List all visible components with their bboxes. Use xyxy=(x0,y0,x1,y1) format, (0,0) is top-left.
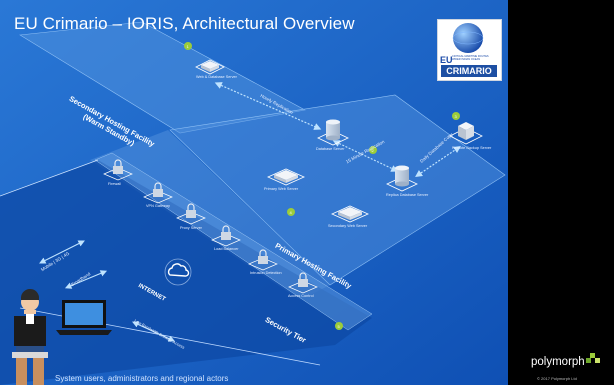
polymorph-logo-icon xyxy=(586,353,600,363)
badge-5-number: 5 xyxy=(337,324,340,329)
logo-name: CRIMARIO xyxy=(441,65,497,77)
remote-backup-server-icon xyxy=(449,122,483,145)
hourly-replication-link xyxy=(214,82,322,130)
secondary-web-server-icon xyxy=(331,205,369,223)
logo-subtitle: CRITICAL MARITIME ROUTES WIDER INDIAN OC… xyxy=(452,55,489,61)
replica-database-icon xyxy=(386,165,418,192)
lock-icon xyxy=(143,182,173,204)
globe-icon xyxy=(452,23,484,53)
badge-1 xyxy=(184,42,192,50)
lock-icon xyxy=(248,249,278,271)
laptop-icon xyxy=(56,300,112,335)
lock-label: Intrusion Detection xyxy=(250,271,282,275)
lock-label: Load Balancer xyxy=(214,247,239,251)
daily-copy-link xyxy=(415,145,461,178)
footer-caption: System users, administrators and regiona… xyxy=(55,374,229,383)
mobile-link-arrow xyxy=(39,240,85,264)
security-tier-plane xyxy=(0,160,372,385)
badge-2-number: 2 xyxy=(371,148,374,153)
primary-web-server-label: Primary Web Server xyxy=(264,187,299,191)
badge-4-number: 4 xyxy=(289,210,292,215)
firewall-label: Firewall xyxy=(108,182,122,186)
cloud-icon xyxy=(164,258,192,286)
page-title: EU Crimario – IORIS, Architectural Overv… xyxy=(14,14,355,33)
diagram-graphics xyxy=(0,0,508,385)
secondary-web-server-label: Secondary Web Server xyxy=(328,224,368,228)
fifteen-minute-replication-link xyxy=(332,140,399,172)
replica-database-label: Replica Database Server xyxy=(386,193,429,197)
remote-backup-label: Remote Backup Server xyxy=(452,146,492,150)
side-panel xyxy=(508,0,614,385)
low-bandwidth-link-arrow xyxy=(132,321,175,342)
secondary-server-icon xyxy=(195,59,225,75)
lock-icon xyxy=(211,225,241,247)
primary-web-server-icon xyxy=(267,168,305,186)
copyright-text: © 2017 Polymorph Ltd xyxy=(537,376,577,381)
lock-label: Access Control xyxy=(288,294,314,298)
badge-3 xyxy=(452,112,460,120)
secondary-server-label: Web & Database Server xyxy=(196,75,237,79)
badge-4 xyxy=(287,208,295,216)
database-server-icon xyxy=(317,119,349,146)
badge-3-number: 3 xyxy=(454,114,457,119)
lock-icon xyxy=(288,272,318,294)
lock-label: Proxy Server xyxy=(180,226,202,230)
logo-eu-text: EU xyxy=(440,55,453,65)
broadband-link-arrow xyxy=(64,270,108,289)
lock-icon xyxy=(176,203,206,225)
database-server-label: Database Server xyxy=(316,147,345,151)
user-figure-icon xyxy=(12,288,48,385)
badge-2 xyxy=(369,146,377,154)
lock-label: VPN Gateway xyxy=(146,204,170,208)
firewall-icon xyxy=(103,159,133,181)
diagram-canvas: EU Crimario – IORIS, Architectural Overv… xyxy=(0,0,508,385)
polymorph-brand: polymorph xyxy=(531,356,585,368)
badge-5 xyxy=(335,322,343,330)
badge-1-number: 1 xyxy=(186,44,189,49)
crimario-logo: EU CRITICAL MARITIME ROUTES WIDER INDIAN… xyxy=(437,19,502,81)
tier-edge-line xyxy=(0,159,99,197)
